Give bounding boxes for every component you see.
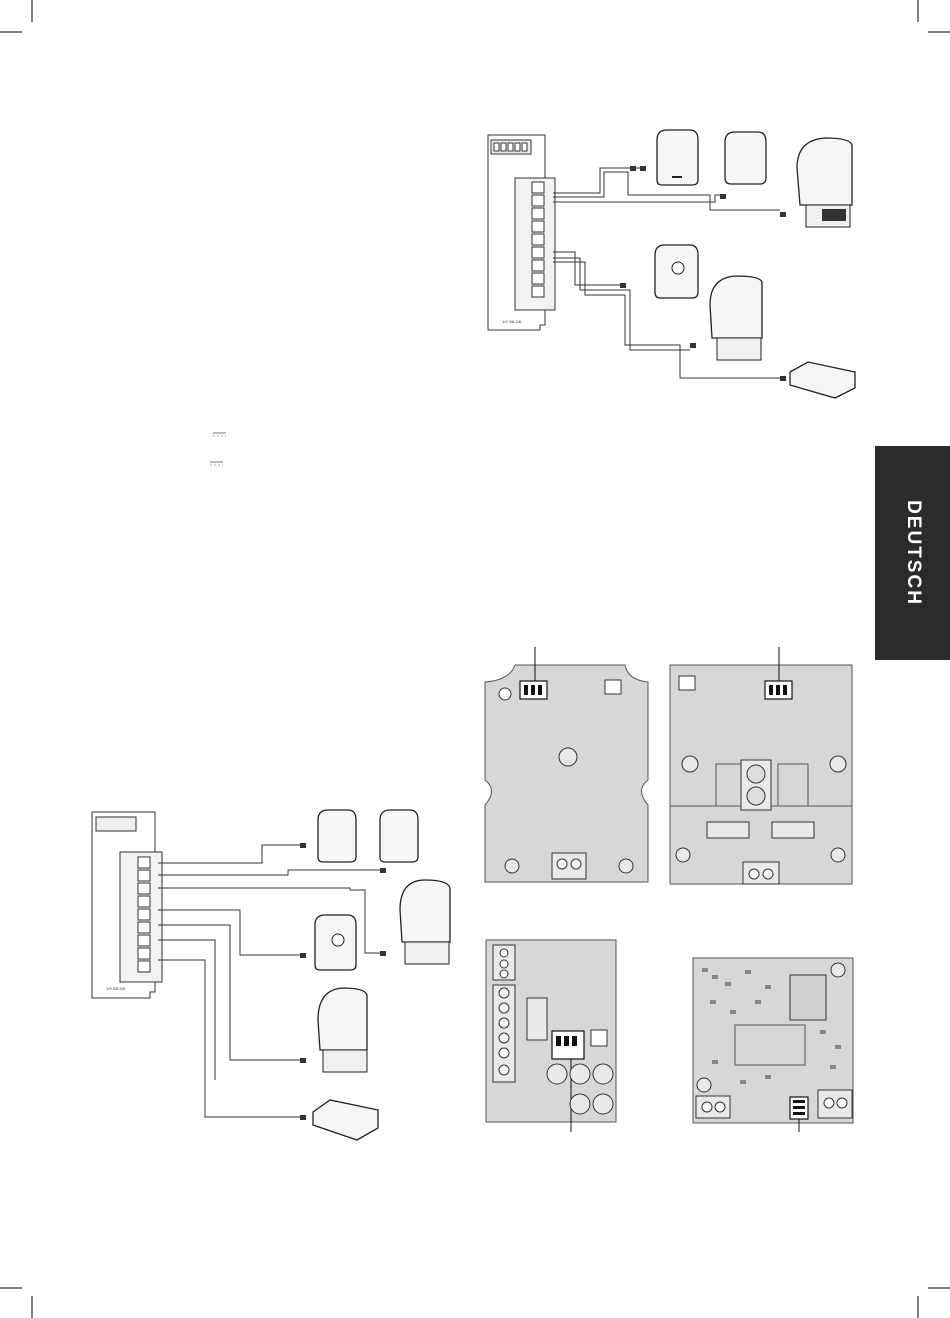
receiver-module-1-icon bbox=[790, 362, 855, 398]
pcb-board-3 bbox=[486, 940, 616, 1132]
bottom-board-mark: 1/9 3/8.2/8 bbox=[106, 986, 126, 991]
flashing-light-1-icon bbox=[797, 138, 852, 205]
flashing-light-4-icon bbox=[318, 988, 367, 1050]
photocell-2-icon bbox=[725, 132, 766, 184]
photocell-4-icon bbox=[380, 810, 418, 862]
bottom-wiring-diagram: 1/9 3/8.2/8 bbox=[92, 810, 450, 1140]
flashing-light-2-icon bbox=[710, 276, 762, 338]
top-wiring-diagram: 1/9 3/8.2/8 bbox=[488, 130, 855, 398]
pcb-board-4 bbox=[693, 958, 853, 1132]
pcb-board-1 bbox=[485, 647, 648, 882]
limit-switch-2-icon bbox=[772, 822, 814, 838]
top-board-mark: 1/9 3/8.2/8 bbox=[502, 319, 522, 324]
pcb-board-2 bbox=[670, 647, 852, 884]
flashing-light-3-icon bbox=[400, 880, 450, 942]
text-marks bbox=[210, 433, 226, 465]
photocell-3-icon bbox=[318, 810, 356, 862]
limit-switch-1-icon bbox=[707, 822, 749, 838]
receiver-module-2-icon bbox=[313, 1100, 378, 1140]
